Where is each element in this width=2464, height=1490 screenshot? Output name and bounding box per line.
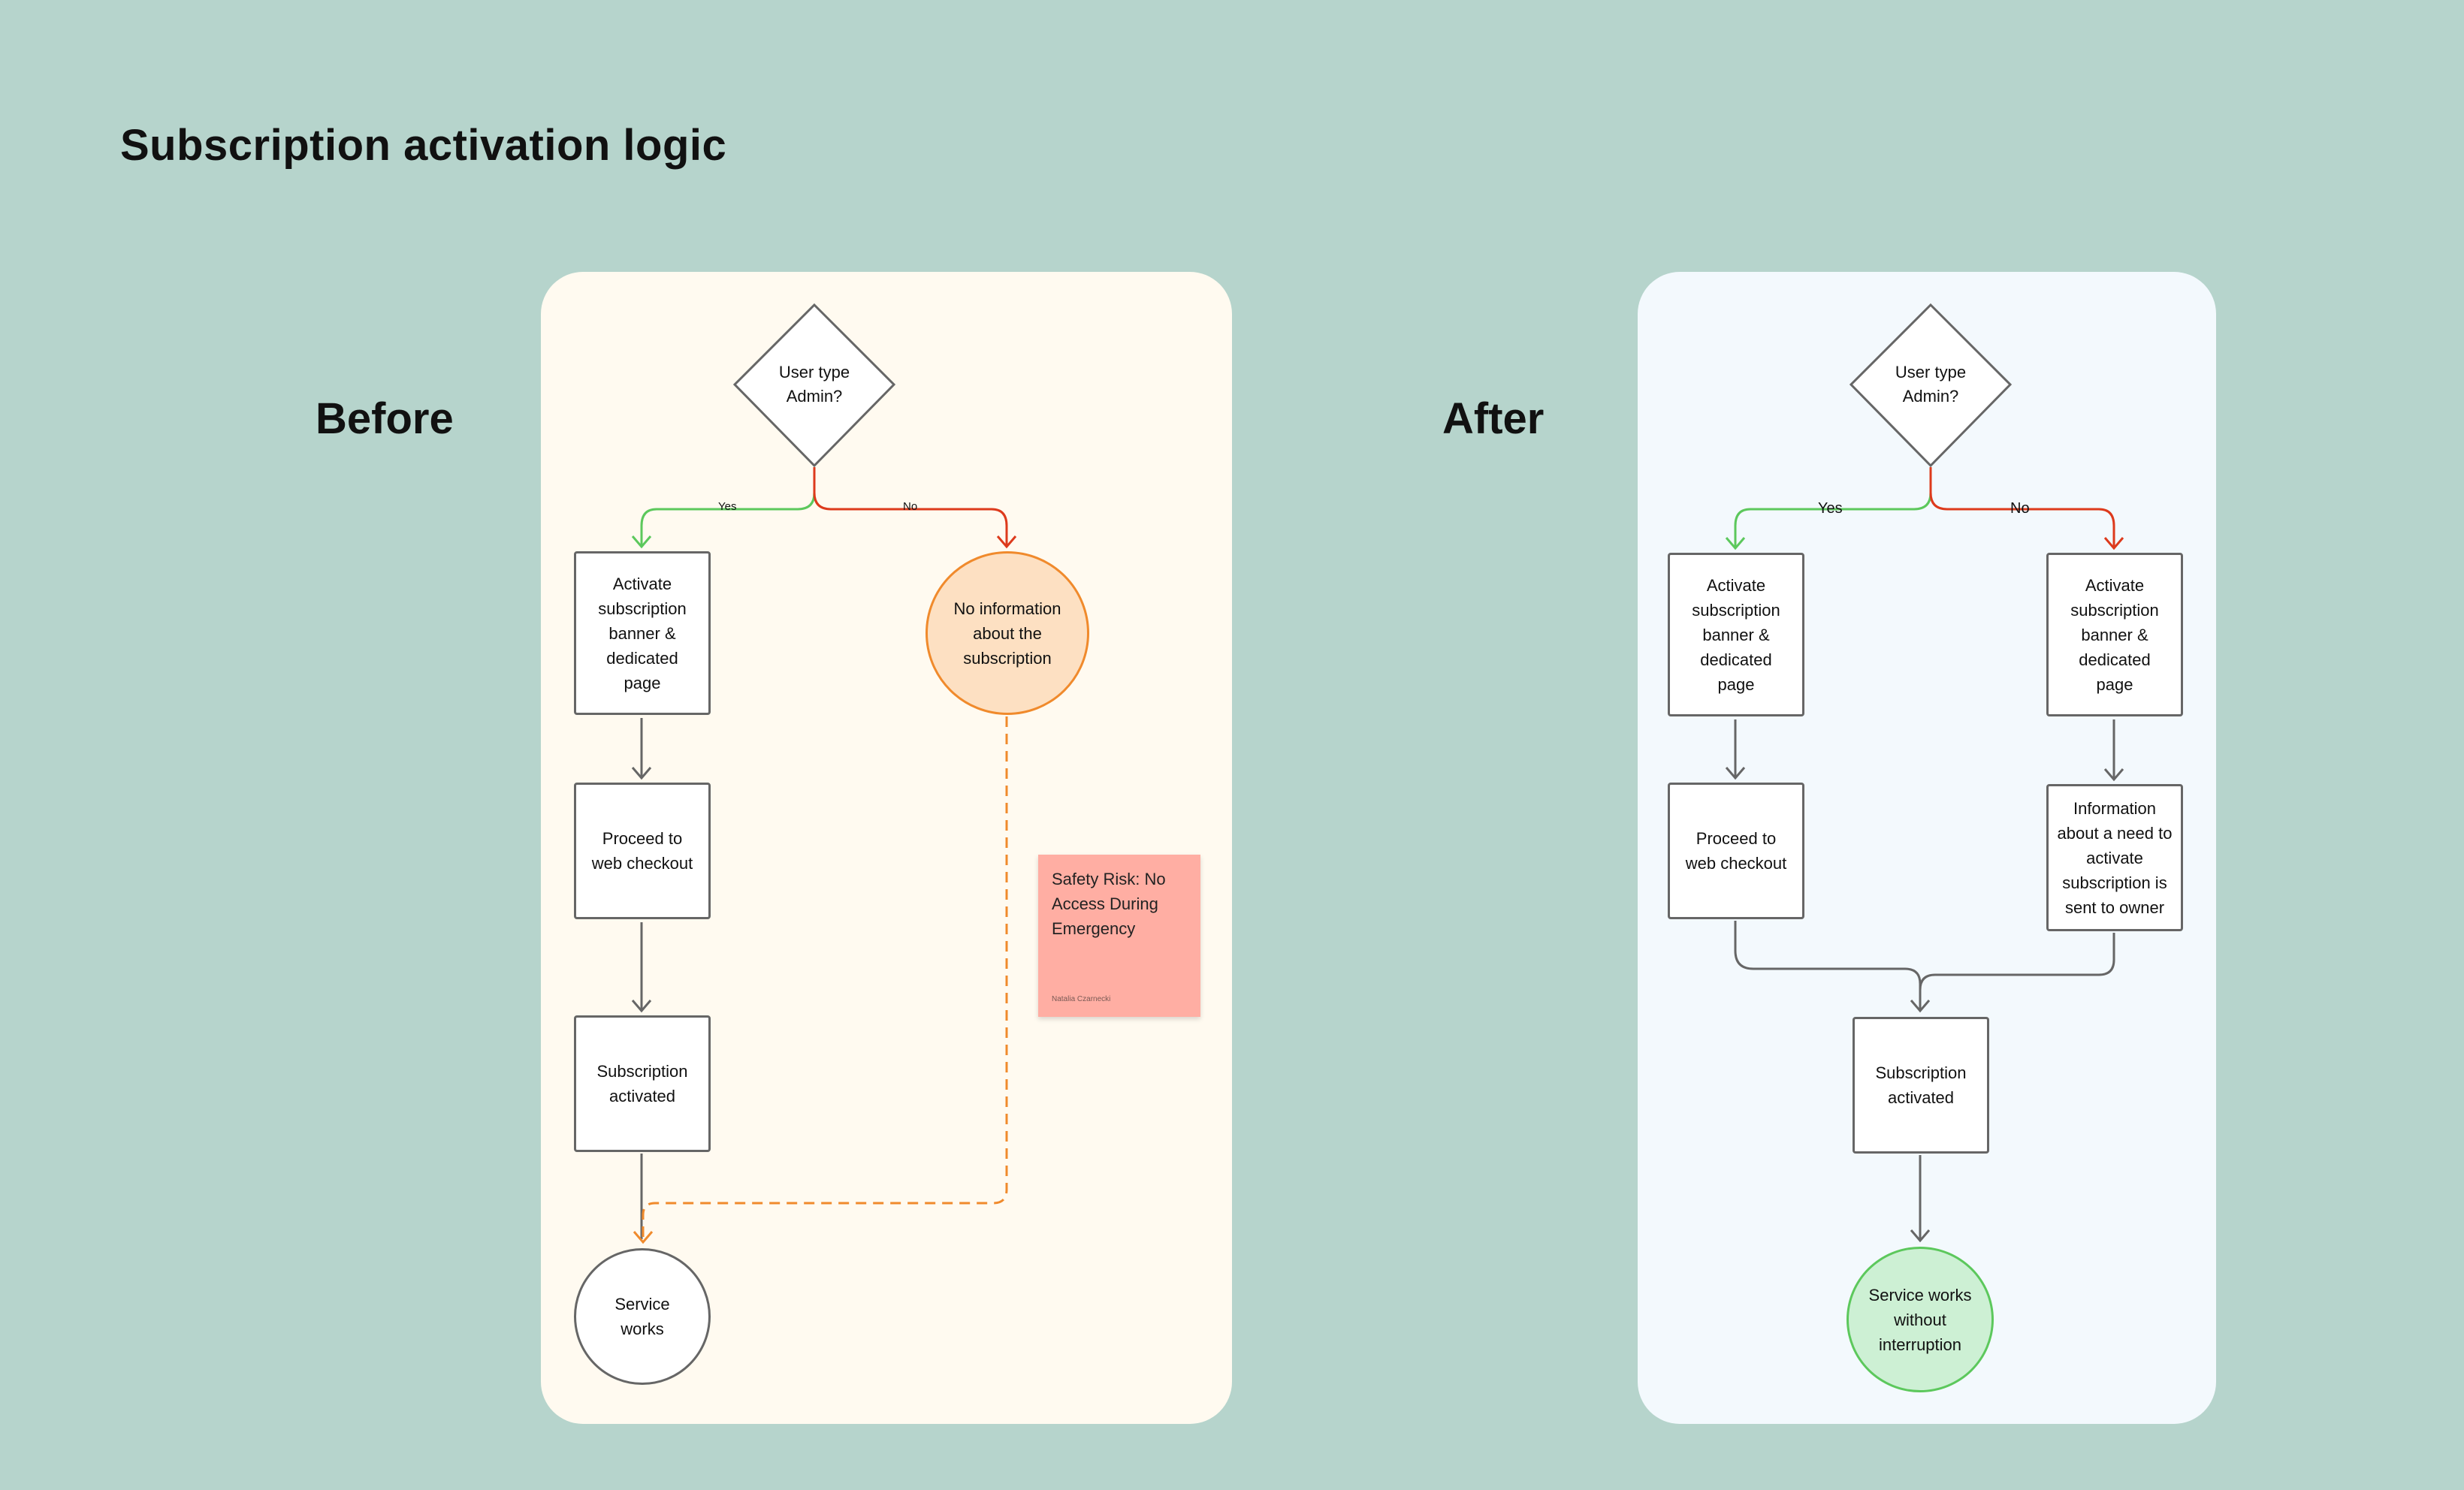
before-yes-label: Yes: [718, 500, 737, 513]
after-service-text: Service works without interruption: [1868, 1285, 1972, 1354]
after-activate-yes-text: Activate subscription banner & dedicated…: [1692, 575, 1780, 694]
before-activate-text: Activate subscription banner & dedicated…: [598, 574, 687, 692]
after-info-owner-box: Information about a need to activate sub…: [2046, 784, 2183, 931]
sticky-note-author: Natalia Czarnecki: [1052, 995, 1111, 1003]
sticky-note[interactable]: Safety Risk: No Access During Emergency …: [1038, 855, 1200, 1017]
after-yes-label: Yes: [1818, 500, 1843, 517]
after-activated-box: Subscription activated: [1853, 1017, 1989, 1154]
page-title: Subscription activation logic: [120, 121, 727, 170]
after-decision-diamond: [1849, 303, 2013, 468]
before-service-text: Service works: [614, 1295, 670, 1338]
before-decision-label: User type Admin?: [778, 363, 850, 406]
before-service-circle: Service works: [574, 1248, 711, 1385]
before-no-info-text: No information about the subscription: [953, 599, 1061, 668]
after-no-edge: [1929, 467, 2115, 547]
before-no-label: No: [903, 500, 918, 513]
before-label: Before: [316, 394, 454, 443]
after-info-owner-text: Information about a need to activate sub…: [2057, 798, 2173, 917]
before-dashed-edge: [642, 716, 1008, 1242]
after-no-label: No: [2010, 500, 2030, 517]
after-checkout-text: Proceed to web checkout: [1685, 829, 1787, 873]
before-activate-box: Activate subscription banner & dedicated…: [574, 551, 711, 715]
after-merge-right-edge: [1919, 933, 2115, 1011]
after-activate-no-box: Activate subscription banner & dedicated…: [2046, 553, 2183, 716]
after-label: After: [1442, 394, 1545, 443]
sticky-note-text: Safety Risk: No Access During Emergency: [1052, 870, 1166, 938]
before-no-edge: [813, 467, 1008, 545]
after-activate-yes-box: Activate subscription banner & dedicated…: [1668, 553, 1804, 716]
before-activated-box: Subscription activated: [574, 1015, 711, 1152]
before-yes-edge: [640, 467, 816, 545]
before-checkout-box: Proceed to web checkout: [574, 783, 711, 919]
before-checkout-text: Proceed to web checkout: [591, 829, 693, 873]
after-activated-text: Subscription activated: [1875, 1063, 1967, 1107]
before-decision-diamond: [732, 303, 896, 468]
after-checkout-box: Proceed to web checkout: [1668, 783, 1804, 919]
after-yes-edge: [1734, 467, 1932, 547]
after-activate-no-text: Activate subscription banner & dedicated…: [2070, 575, 2159, 694]
before-no-info-circle: No information about the subscription: [926, 551, 1089, 715]
after-merge-left-edge: [1734, 921, 1922, 1011]
before-activated-text: Subscription activated: [596, 1062, 688, 1105]
after-decision-label: User type Admin?: [1895, 363, 1967, 406]
after-service-circle: Service works without interruption: [1846, 1247, 1994, 1392]
